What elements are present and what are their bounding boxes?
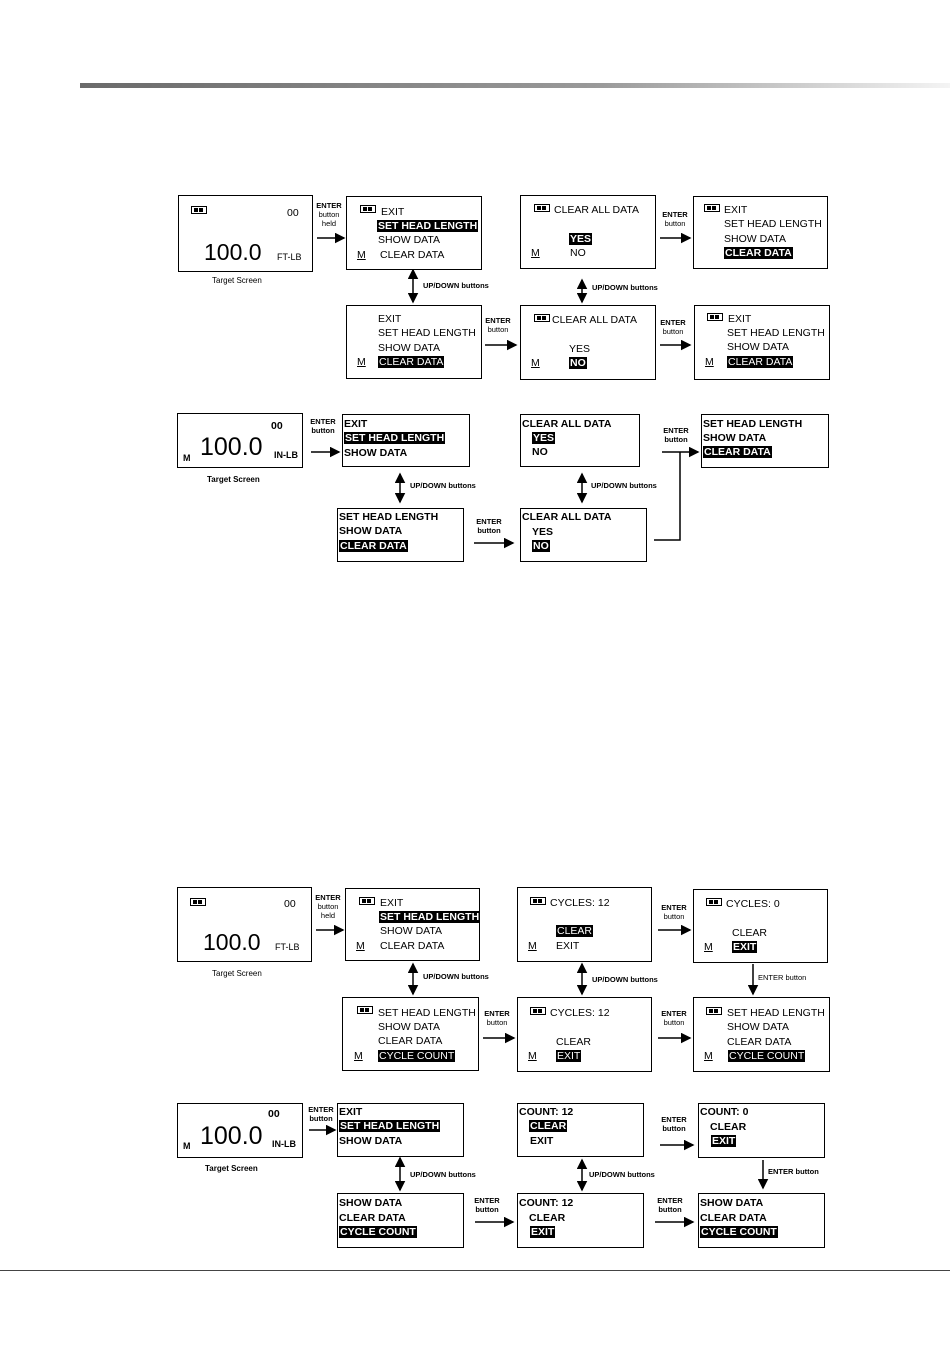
menu-screen: EXIT SET HEAD LENGTH SHOW DATA bbox=[337, 1103, 464, 1157]
menu-screen: SET HEAD LENGTH SHOW DATA CLEAR DATA bbox=[337, 508, 464, 562]
count-screen: COUNT: 12 CLEAR EXIT bbox=[517, 1103, 644, 1157]
menu-screen: EXIT SET HEAD LENGTH SHOW DATA M CLEAR D… bbox=[346, 305, 482, 379]
menu-screen: SET HEAD LENGTH SHOW DATA CLEAR DATA bbox=[701, 414, 829, 468]
battery-icon bbox=[530, 897, 546, 905]
battery-icon bbox=[706, 898, 722, 906]
menu-screen: SHOW DATA CLEAR DATA CYCLE COUNT bbox=[337, 1193, 464, 1248]
battery-icon bbox=[534, 204, 550, 212]
updown-label: UP/DOWN buttons bbox=[592, 975, 658, 984]
updown-label: UP/DOWN buttons bbox=[410, 1170, 476, 1179]
target-screen-label: Target Screen bbox=[205, 1164, 258, 1173]
battery-icon bbox=[534, 314, 550, 322]
battery-icon bbox=[360, 205, 376, 213]
target-screen-label: Target Screen bbox=[212, 969, 262, 978]
cycles-screen: CYCLES: 12 CLEAR M EXIT bbox=[517, 997, 652, 1072]
target-screen-label: Target Screen bbox=[207, 475, 260, 484]
footer-rule bbox=[0, 1270, 950, 1271]
target-screen-label: Target Screen bbox=[212, 276, 262, 285]
battery-icon bbox=[190, 898, 206, 906]
menu-screen: EXIT SET HEAD LENGTH SHOW DATA M CLEAR D… bbox=[694, 305, 830, 380]
battery-icon bbox=[357, 1006, 373, 1014]
target-screen-inlb: 00 M 100.0 IN-LB bbox=[177, 1103, 303, 1158]
count-screen: COUNT: 12 CLEAR EXIT bbox=[517, 1193, 644, 1248]
clear-all-screen: CLEAR ALL DATA YES NO bbox=[520, 414, 640, 467]
menu-screen: EXIT SET HEAD LENGTH SHOW DATA CLEAR DAT… bbox=[693, 196, 828, 269]
menu-screen: SET HEAD LENGTH SHOW DATA CLEAR DATA M C… bbox=[693, 997, 830, 1072]
battery-icon bbox=[530, 1007, 546, 1015]
target-screen-inlb: 00 M 100.0 IN-LB bbox=[177, 413, 303, 468]
updown-label: UP/DOWN buttons bbox=[589, 1170, 655, 1179]
battery-icon bbox=[191, 206, 207, 214]
target-screen-ftlb: 00 100.0 FT-LB bbox=[178, 195, 313, 272]
menu-screen: SHOW DATA CLEAR DATA CYCLE COUNT bbox=[698, 1193, 825, 1248]
counter: 00 bbox=[287, 207, 299, 219]
enter-label: ENTER button bbox=[758, 973, 807, 982]
clear-all-screen: CLEAR ALL DATA YES NO bbox=[520, 508, 647, 562]
menu-screen: EXIT SET HEAD LENGTH SHOW DATA bbox=[342, 414, 470, 467]
menu-screen: SET HEAD LENGTH SHOW DATA CLEAR DATA M C… bbox=[342, 997, 479, 1071]
menu-screen: EXIT SET HEAD LENGTH SHOW DATA M CLEAR D… bbox=[345, 888, 481, 961]
torque-value: 100.0 bbox=[204, 239, 262, 265]
clear-all-screen: CLEAR ALL DATA YES M NO bbox=[520, 195, 656, 269]
target-screen-ftlb: 00 100.0 FT-LB bbox=[177, 887, 312, 962]
enter-label: ENTER button bbox=[768, 1167, 819, 1176]
updown-label: UP/DOWN buttons bbox=[592, 283, 658, 292]
battery-icon bbox=[706, 1007, 722, 1015]
updown-label: UP/DOWN buttons bbox=[423, 281, 489, 290]
cycles-screen: CYCLES: 0 CLEAR M EXIT bbox=[693, 889, 828, 963]
header-rule bbox=[80, 83, 950, 88]
battery-icon bbox=[359, 897, 375, 905]
battery-icon bbox=[704, 204, 720, 212]
cycles-screen: CYCLES: 12 CLEAR M EXIT bbox=[517, 887, 652, 962]
updown-label: UP/DOWN buttons bbox=[423, 972, 489, 981]
unit: FT-LB bbox=[277, 252, 302, 262]
clear-all-screen: CLEAR ALL DATA YES M NO bbox=[520, 305, 656, 380]
count-screen: COUNT: 0 CLEAR EXIT bbox=[698, 1103, 825, 1158]
battery-icon bbox=[707, 313, 723, 321]
updown-label: UP/DOWN buttons bbox=[410, 481, 476, 490]
menu-screen: EXIT SET HEAD LENGTH SHOW DATA M CLEAR D… bbox=[346, 196, 482, 270]
updown-label: UP/DOWN buttons bbox=[591, 481, 657, 490]
